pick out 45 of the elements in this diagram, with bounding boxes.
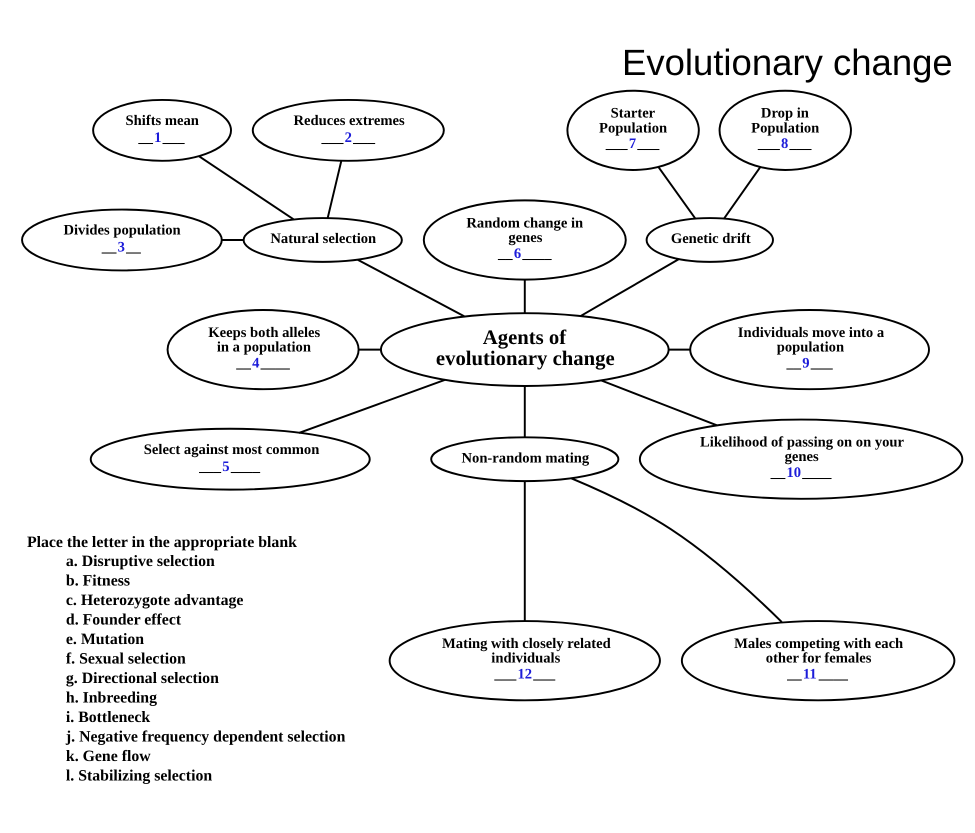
connector [298, 378, 446, 434]
node-ellipse: Divides population __3__ [21, 208, 223, 272]
connector [658, 166, 696, 220]
label: d. Founder effect [66, 612, 182, 629]
node-ellipse: Select against most common ___5____ [90, 428, 371, 491]
label: h. Inbreeding [66, 690, 158, 707]
connector [723, 166, 761, 220]
connector [524, 280, 526, 314]
label: c. Heterozygote advantage [66, 592, 244, 610]
connector [580, 258, 680, 317]
connector [668, 348, 690, 351]
node-ellipse: Reduces extremes ___2___ [252, 98, 445, 162]
node-ellipse: Keeps both alleles in a population __4____ [166, 309, 360, 390]
connector [326, 160, 342, 218]
node-ellipse: Males competing with each other for females __11____ [680, 620, 956, 702]
label: b. Fitness [66, 572, 130, 590]
node-ellipse: Shifts mean __1___ [92, 98, 232, 162]
label: f. Sexual selection [66, 650, 186, 668]
node-ellipse: Individuals move into a population __9___ [689, 309, 930, 390]
node-ellipse: Likelihood of passing on on your genes __10____ [638, 418, 964, 500]
connector [600, 379, 718, 426]
diagram-title: Evolutionary change [622, 42, 953, 83]
node-ellipse: Agents of evolutionary change [380, 312, 670, 387]
node-ellipse: Mating with closely related individuals ___12___ [388, 620, 661, 702]
connector [524, 481, 526, 621]
label: k. Gene flow [66, 748, 151, 765]
label: j. Negative frequency dependent selection [66, 728, 346, 746]
label: a. Disruptive selection [66, 553, 215, 570]
node-ellipse: Genetic drift [646, 217, 774, 263]
label: e. Mutation [66, 631, 144, 648]
label: Place the letter in the appropriate blank [26, 534, 297, 551]
node-ellipse: Random change in genes __6____ [422, 199, 627, 281]
connector [198, 155, 294, 220]
connector [357, 259, 466, 318]
node-ellipse: Non-random mating [430, 436, 620, 482]
label: i. Bottleneck [66, 709, 150, 726]
connector [570, 477, 782, 623]
connector [358, 348, 381, 351]
node-ellipse: Drop in Population ___8___ [718, 90, 852, 171]
connector [222, 239, 244, 241]
label: l. Stabilizing selection [66, 767, 212, 784]
node-ellipse: Natural selection [242, 217, 403, 263]
node-ellipse: Starter Population ___7___ [566, 90, 700, 171]
label: g. Directional selection [66, 670, 219, 688]
connector [524, 386, 526, 438]
